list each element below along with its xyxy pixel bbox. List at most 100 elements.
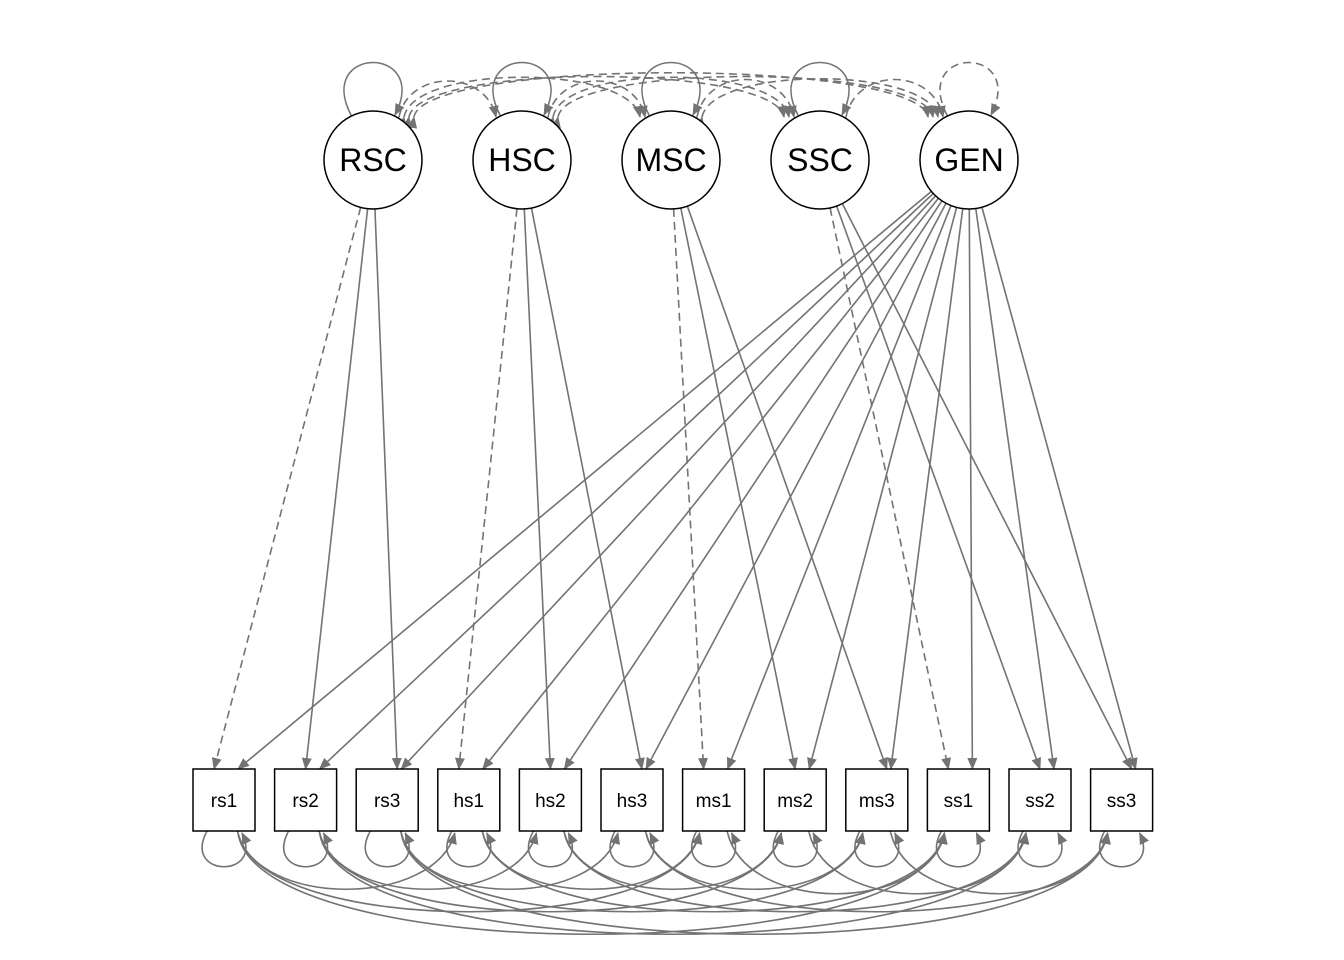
manifest-node-rs3: rs3	[355, 768, 419, 832]
loading-HSC-hs3	[530, 207, 645, 770]
latent-node-SSC: SSC	[770, 110, 870, 210]
loading-GEN-hs3	[645, 202, 947, 770]
residual-covariance-rs2-ss2	[312, 821, 1030, 935]
latent-covariance-RSC-MSC	[397, 76, 643, 129]
residual-variance-hs1	[446, 820, 497, 868]
residual-variance-rs3	[364, 820, 415, 868]
residual-covariance-ms1-ss1	[720, 821, 947, 895]
residual-covariance-rs1-ss1	[231, 821, 948, 935]
latent-covariance-group	[391, 72, 946, 129]
loading-GEN-rs3	[400, 195, 937, 770]
manifest-label: ss3	[1107, 791, 1137, 812]
node-group: RSC HSC MSC SSC GEN rs1 rs2 rs3 hs1 hs2 hs3 ms1 ms2 m…	[192, 110, 1154, 832]
manifest-node-hs3: hs3	[600, 768, 664, 832]
manifest-node-ms3: ms3	[845, 768, 909, 832]
loading-RSC-rs2	[301, 208, 369, 770]
manifest-label: ms1	[696, 791, 732, 812]
residual-covariance-rs1-hs1	[230, 821, 457, 890]
latent-variance-RSC	[343, 61, 405, 128]
manifest-label: rs3	[374, 791, 400, 812]
manifest-node-ss3: ss3	[1089, 768, 1154, 832]
residual-covariance-hs3-ms3	[638, 821, 865, 890]
loading-GEN-hs1	[482, 197, 940, 770]
latent-node-HSC: HSC	[472, 110, 572, 210]
latent-label: MSC	[635, 142, 706, 178]
manifest-label: hs2	[535, 791, 566, 812]
residual-variance-rs2	[283, 820, 333, 868]
latent-label: RSC	[339, 142, 407, 178]
residual-covariance-ms2-ss2	[801, 821, 1029, 895]
loading-HSC-hs2	[523, 208, 555, 770]
residual-variance-ms2	[772, 820, 823, 868]
loading-GEN-rs2	[318, 192, 934, 770]
manifest-node-ss1: ss1	[926, 768, 991, 832]
loading-SSC-ss2	[835, 205, 1041, 770]
residual-variance-ms1	[691, 820, 741, 868]
manifest-node-ms1: ms1	[681, 768, 746, 832]
loading-GEN-ss3	[981, 207, 1138, 770]
residual-covariance-rs3-hs3	[393, 821, 620, 890]
latent-label: HSC	[488, 142, 556, 178]
variance-group	[201, 61, 1149, 868]
latent-node-RSC: RSC	[323, 110, 423, 210]
latent-covariance-SSC-GEN	[838, 78, 946, 129]
residual-covariance-hs3-ss3	[638, 821, 1111, 913]
loading-GEN-ms3	[887, 208, 964, 770]
residual-covariance-hs1-ss1	[475, 821, 948, 913]
loading-GEN-ms1	[726, 205, 952, 770]
latent-covariance-RSC-GEN	[407, 72, 931, 129]
residual-covariance-hs2-ss2	[557, 821, 1029, 913]
latent-variance-GEN	[939, 61, 1001, 128]
latent-covariance-MSC-GEN	[694, 77, 941, 129]
residual-covariance-rs2-hs2	[311, 821, 539, 890]
loading-SSC-ss1	[829, 207, 952, 770]
residual-covariance-ms3-ss3	[883, 821, 1110, 895]
loading-group	[211, 190, 1138, 770]
residual-variance-ss3	[1099, 820, 1149, 868]
latent-node-GEN: GEN	[919, 110, 1019, 210]
latent-variance-HSC	[492, 61, 554, 128]
residual-variance-hs3	[609, 820, 660, 868]
latent-variance-MSC	[641, 61, 703, 128]
manifest-label: ss1	[944, 791, 974, 812]
residual-variance-ss1	[935, 820, 986, 868]
latent-node-MSC: MSC	[621, 110, 721, 210]
residual-variance-ss2	[1017, 820, 1068, 868]
latent-covariance-HSC-GEN	[551, 75, 936, 129]
latent-covariance-HSC-MSC	[540, 80, 648, 129]
manifest-node-rs2: rs2	[273, 768, 338, 832]
latent-covariance-RSC-HSC	[391, 80, 499, 129]
latent-variance-SSC	[790, 61, 852, 128]
latent-label: GEN	[934, 142, 1003, 178]
residual-covariance-rs2-ms2	[312, 821, 785, 913]
loading-GEN-hs2	[563, 200, 943, 770]
manifest-node-ms2: ms2	[763, 768, 827, 832]
residual-covariance-rs3-ss3	[394, 821, 1111, 935]
manifest-node-rs1: rs1	[192, 768, 256, 832]
residual-variance-hs2	[527, 820, 578, 868]
loading-MSC-ms2	[680, 207, 798, 770]
manifest-label: ms3	[859, 791, 895, 812]
loading-RSC-rs3	[374, 208, 402, 770]
residual-covariance-hs2-ms2	[556, 821, 784, 890]
loading-GEN-ss2	[974, 208, 1058, 770]
manifest-label: rs1	[211, 791, 237, 812]
residual-covariance-group	[230, 821, 1111, 935]
residual-covariance-rs3-ms3	[394, 821, 866, 913]
manifest-node-ss2: ss2	[1008, 768, 1072, 832]
loading-SSC-ss3	[841, 203, 1133, 770]
residual-variance-rs1	[201, 820, 252, 868]
manifest-label: rs2	[292, 791, 318, 812]
latent-covariance-MSC-SSC	[689, 78, 797, 129]
loading-MSC-ms1	[672, 208, 709, 770]
manifest-label: hs1	[453, 791, 484, 812]
loading-GEN-rs1	[237, 190, 932, 770]
loading-MSC-ms3	[686, 205, 888, 770]
loading-GEN-ms2	[807, 207, 958, 770]
loading-GEN-ss1	[967, 208, 978, 770]
loading-HSC-hs1	[454, 208, 518, 770]
manifest-node-hs2: hs2	[518, 768, 583, 832]
manifest-label: ss2	[1025, 791, 1055, 812]
